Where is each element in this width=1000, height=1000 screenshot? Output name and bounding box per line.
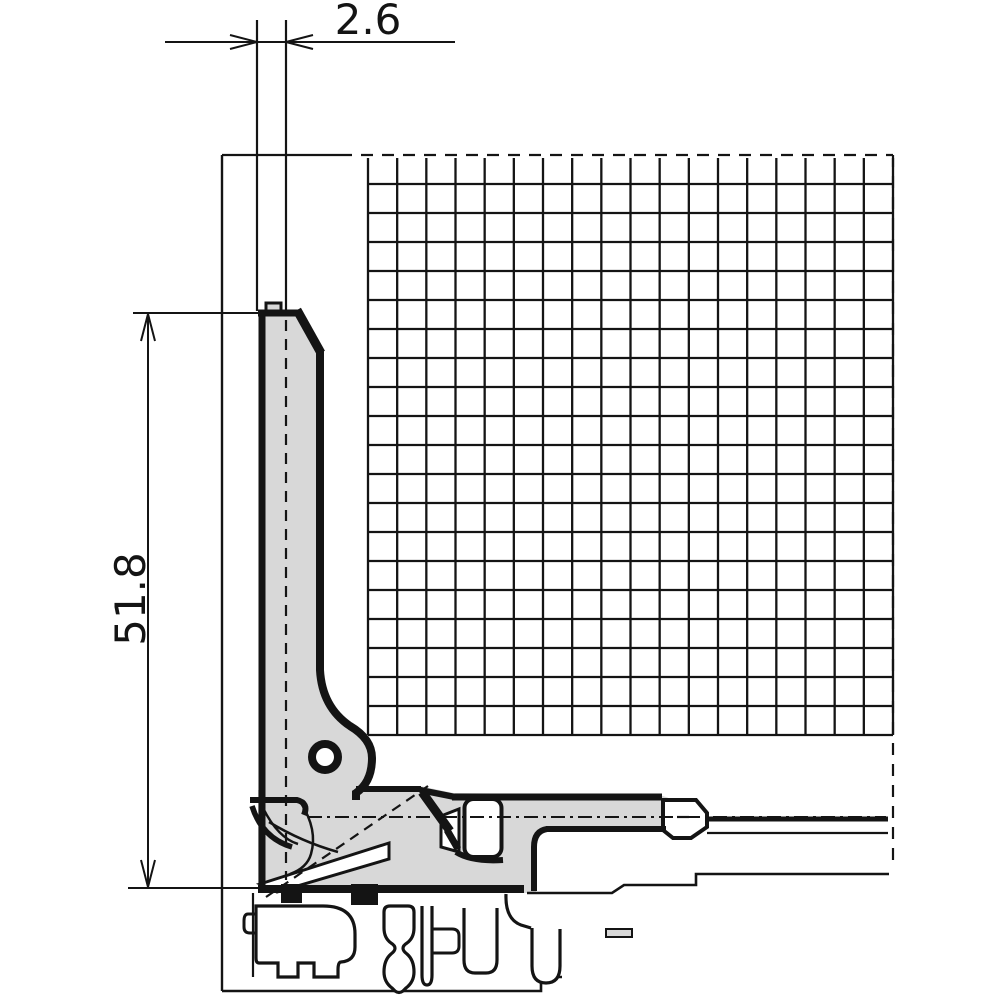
- profile-u-clip: [530, 928, 562, 985]
- part-outlines: [249, 301, 666, 905]
- dimension-label-51-8: 51.8: [106, 552, 155, 646]
- rail-end-clip: [661, 798, 709, 840]
- dim-arrow-down: [140, 859, 156, 888]
- clamp-lever-line-3: [268, 820, 339, 854]
- slide-tooth-1: [281, 884, 302, 903]
- profile-block-ear: [242, 912, 256, 935]
- slide-upper-band: [455, 793, 681, 832]
- bracket-right-outline: [316, 351, 377, 800]
- profile-gray-mark: [605, 928, 633, 938]
- pivot-hole: [308, 740, 342, 774]
- profile-slot-channel: [420, 906, 434, 987]
- wire-mesh-basket: [366, 158, 895, 737]
- arm-inner-corner: [531, 826, 548, 891]
- bracket-notch-outline: [264, 301, 283, 311]
- dim-arrow-up: [140, 313, 156, 342]
- arm-left-tip: [418, 789, 454, 834]
- profile-side-hook: [432, 927, 461, 955]
- clamp-lever-line-2: [289, 802, 315, 876]
- rail-bottom-profile: [527, 872, 889, 895]
- clamp-hook: [249, 805, 293, 850]
- slide-rail: [308, 816, 889, 895]
- slide-tooth-2: [351, 884, 378, 905]
- dimension-label-2-6: 2.6: [335, 0, 402, 44]
- profile-pin: [382, 904, 416, 995]
- dim-arrow-right: [285, 34, 314, 50]
- clamp-lever-line-1: [261, 807, 299, 846]
- dimension-annotations: [128, 34, 455, 889]
- bracket-bevel-outline: [293, 307, 325, 356]
- slide-slot: [462, 797, 504, 859]
- profile-notched-block: [254, 904, 357, 979]
- profile-clip-arc: [504, 893, 532, 930]
- dim-arrow-left: [229, 34, 258, 50]
- arm-tip-lower: [443, 828, 462, 851]
- profile-tab: [462, 908, 499, 975]
- slot-bottom-curve: [454, 849, 504, 864]
- bottom-rail-profiles: [242, 893, 633, 995]
- clamp-pivot-step: [250, 797, 309, 817]
